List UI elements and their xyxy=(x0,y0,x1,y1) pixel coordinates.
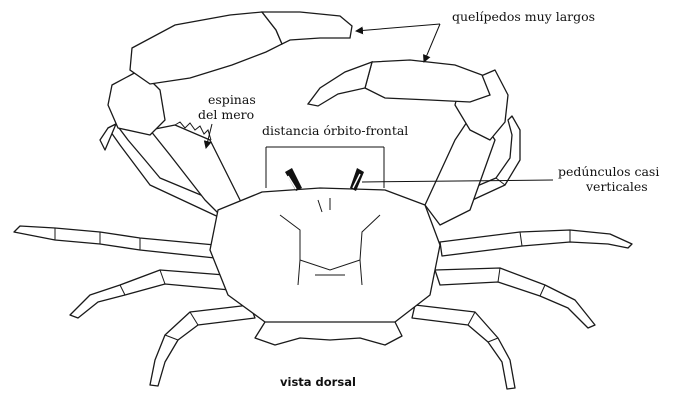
peduncles-text-1: pedúnculos casi xyxy=(558,164,659,179)
peduncles-text-2: verticales xyxy=(585,179,648,194)
rear-body xyxy=(255,322,402,345)
right-walking-legs xyxy=(412,116,632,389)
orbit-frontal-text: distancia órbito-frontal xyxy=(262,123,408,138)
label-chelipeds: quelípedos muy largos xyxy=(356,9,595,62)
merus-spines-text-1: espinas xyxy=(208,92,256,107)
label-orbit-frontal: distancia órbito-frontal xyxy=(262,123,408,188)
chelipeds-text: quelípedos muy largos xyxy=(452,9,595,24)
view-caption: vista dorsal xyxy=(280,375,356,389)
merus-spines-text-2: del mero xyxy=(198,107,254,122)
